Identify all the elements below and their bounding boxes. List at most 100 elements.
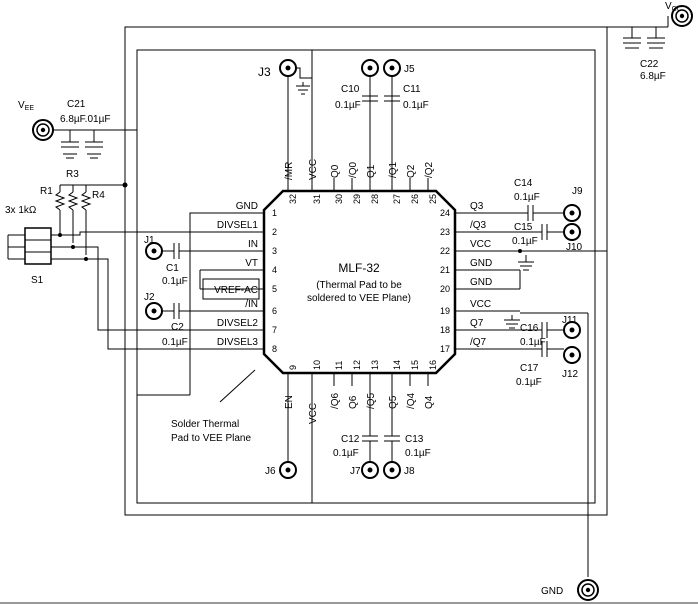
j11-label: J11	[562, 315, 578, 326]
c16-value: 0.1µF	[520, 337, 546, 348]
q3-bar-output-path	[520, 223, 581, 241]
pin-name: VCC	[470, 299, 491, 310]
pin-31: VCC 31	[308, 50, 322, 204]
pin-32: /MR 32	[284, 130, 298, 204]
c14-value: 0.1µF	[514, 192, 540, 203]
j1-label: J1	[144, 235, 155, 246]
pin-name: GND	[236, 201, 258, 212]
vcc-rail	[125, 5, 693, 49]
pin-number: 6	[272, 306, 277, 316]
pin-name: Q7	[470, 318, 484, 329]
pin-number: 27	[392, 194, 402, 204]
c21-value: 6.8µF.01µF	[60, 114, 110, 125]
thermal-note-line1: Solder Thermal	[171, 419, 239, 430]
pin-23: /Q3 23	[440, 220, 520, 237]
c16-ref: C16	[520, 323, 539, 334]
mlf32-chip-body	[262, 189, 457, 375]
pin-name: /Q2	[424, 161, 435, 178]
j3-label: J3	[258, 65, 271, 79]
j6-label: J6	[265, 466, 276, 477]
j5-label: J5	[404, 64, 415, 75]
resistor-network	[54, 182, 128, 255]
pin-4: VT 4	[200, 258, 277, 275]
pin-number: 14	[392, 360, 402, 370]
pin-27: /Q1 27	[388, 80, 402, 204]
q3-output-path	[520, 204, 581, 222]
pin-name: /MR	[284, 162, 295, 180]
pin-number: 17	[440, 344, 450, 354]
chip-note-line1: (Thermal Pad to be	[316, 280, 402, 291]
pin-name: VCC	[470, 239, 491, 250]
vref-ac-box	[202, 278, 260, 300]
pin-name: Q5	[388, 395, 399, 409]
c17-ref: C17	[520, 363, 539, 374]
pin-18: Q7 18	[440, 318, 520, 335]
pin-number: 25	[428, 194, 438, 204]
vee-label: VEE	[18, 100, 34, 112]
pin-30: Q0 30	[330, 164, 344, 204]
j7-label: J7	[350, 466, 361, 477]
c1-value: 0.1µF	[162, 276, 188, 287]
c13-value: 0.1µF	[405, 448, 431, 459]
c14-ref: C14	[514, 178, 533, 189]
c22-ref: C22	[640, 59, 659, 70]
q7-bar-output-path	[520, 341, 581, 364]
c12-value: 0.1µF	[333, 448, 359, 459]
pin-name: DIVSEL2	[217, 318, 259, 329]
pin-16: Q4 16	[424, 360, 438, 409]
pin-name: /Q6	[330, 392, 341, 409]
c11-value: 0.1µF	[403, 100, 429, 111]
j3-connector	[279, 59, 312, 130]
q7-output-path	[520, 321, 581, 339]
resistor-value: 3x 1kΩ	[5, 205, 37, 216]
pin-number: 16	[428, 360, 438, 370]
c2-ref: C2	[171, 322, 184, 333]
vcc-label: VCC	[665, 1, 682, 13]
pin-number: 29	[352, 194, 362, 204]
pin-6: /IN 6	[200, 299, 277, 316]
switch-s1	[7, 227, 88, 265]
pin-name: Q1	[366, 164, 377, 178]
j2-input-connector	[145, 302, 200, 320]
pin-name: Q4	[424, 395, 435, 409]
j1-input-connector	[145, 242, 200, 260]
pin-name: /IN	[245, 299, 258, 310]
pin-name: /Q0	[348, 161, 359, 178]
pin-28: Q1 28	[366, 80, 380, 204]
pin-number: 3	[272, 246, 277, 256]
pin-17: /Q7 17	[440, 337, 520, 354]
pin-name: VCC	[308, 403, 319, 424]
vee-rail	[32, 119, 137, 159]
vee-plane-outline	[136, 49, 596, 504]
thermal-note-leader	[219, 369, 256, 403]
pin-number: 30	[334, 194, 344, 204]
pin-name: DIVSEL3	[217, 337, 259, 348]
pin-8: DIVSEL3 8	[200, 337, 277, 354]
pin-number: 10	[312, 360, 322, 370]
s1-label: S1	[31, 275, 44, 286]
pin-name: IN	[248, 239, 258, 250]
j10-label: J10	[566, 242, 583, 253]
r4-label: R4	[92, 190, 105, 201]
pin-name: VT	[245, 258, 258, 269]
pin-name: VCC	[308, 159, 319, 180]
pin-number: 15	[410, 360, 420, 370]
gnd-label: GND	[541, 586, 563, 597]
pin-name: EN	[284, 395, 295, 409]
c2-value: 0.1µF	[162, 337, 188, 348]
pin-number: 19	[440, 306, 450, 316]
c1-ref: C1	[166, 263, 179, 274]
c11-ref: C11	[403, 84, 421, 95]
j6-connector	[279, 461, 297, 479]
pin-2: DIVSEL1 2	[200, 220, 277, 237]
c10-value: 0.1µF	[335, 100, 361, 111]
pin-number: 26	[410, 194, 420, 204]
chip-name: MLF-32	[338, 261, 380, 275]
c13-ref: C13	[405, 434, 424, 445]
pin-name: Q0	[330, 164, 341, 178]
pin-name: GND	[470, 258, 492, 269]
pin-number: 7	[272, 325, 277, 335]
pin-name: /Q7	[470, 337, 487, 348]
j8-label: J8	[404, 466, 415, 477]
pin-14: Q5 14	[388, 360, 402, 436]
